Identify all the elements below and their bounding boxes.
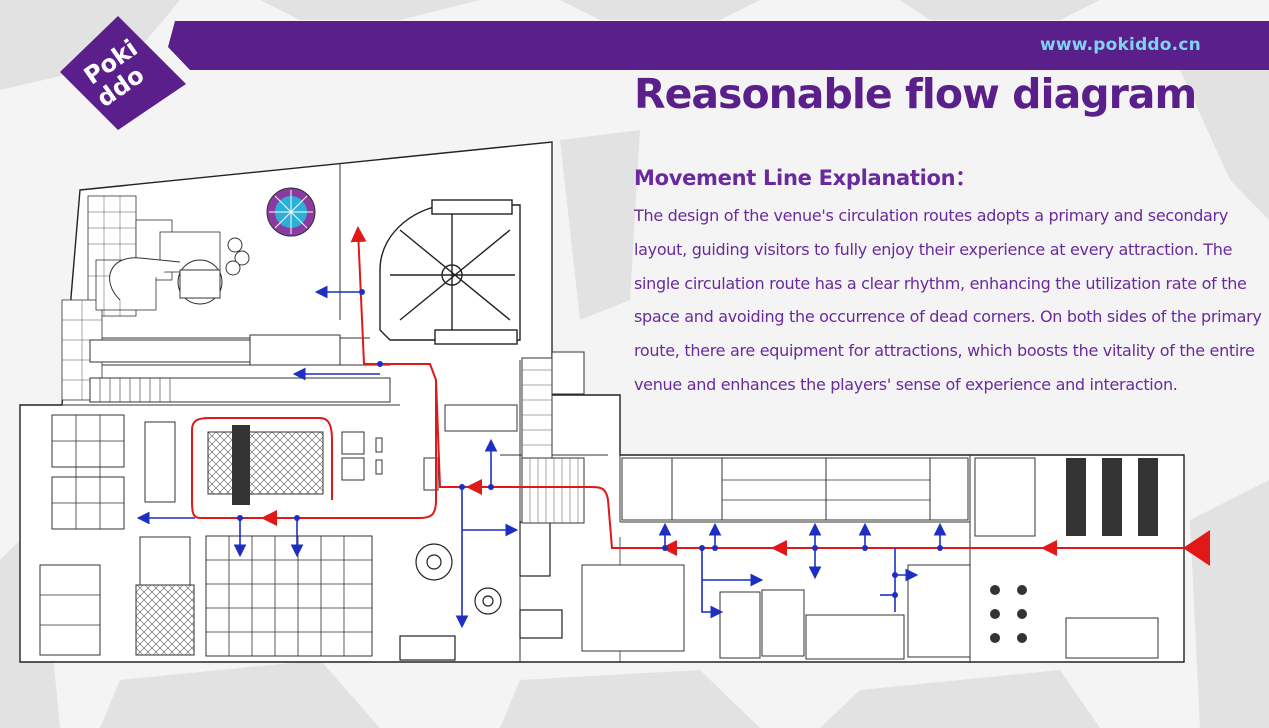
stair-lines [522, 369, 579, 523]
locker-lines [40, 415, 124, 626]
hexagon-structure [379, 199, 521, 345]
office-area [581, 457, 1159, 660]
table-dots [990, 585, 1027, 643]
site-url[interactable]: www.pokiddo.cn [1040, 35, 1201, 55]
bench-stripes [99, 378, 171, 402]
pokiddo-logo: Poki ddo [60, 16, 240, 130]
trampoline-area [207, 425, 324, 505]
route-dots [237, 289, 943, 598]
racks [1066, 458, 1158, 536]
right-top-rooms [621, 457, 969, 521]
floor-plan [19, 141, 1210, 663]
rotating-disc [266, 187, 316, 237]
ball-pit-lines [206, 536, 372, 656]
round-equipment [399, 521, 563, 661]
header-bar [190, 21, 1269, 70]
page-title: Reasonable flow diagram [634, 70, 1197, 118]
ball-pit-grid [205, 535, 373, 657]
stairs [521, 351, 585, 524]
small-boxes [341, 404, 518, 491]
entrance-arrow [1183, 530, 1210, 566]
explanation-heading: Movement Line Explanation： [634, 166, 976, 190]
slide-tube [109, 257, 223, 305]
explanation-body: The design of the venue's circulation ro… [634, 206, 1262, 394]
flower-pads [225, 237, 250, 276]
secondary-route [136, 285, 947, 629]
